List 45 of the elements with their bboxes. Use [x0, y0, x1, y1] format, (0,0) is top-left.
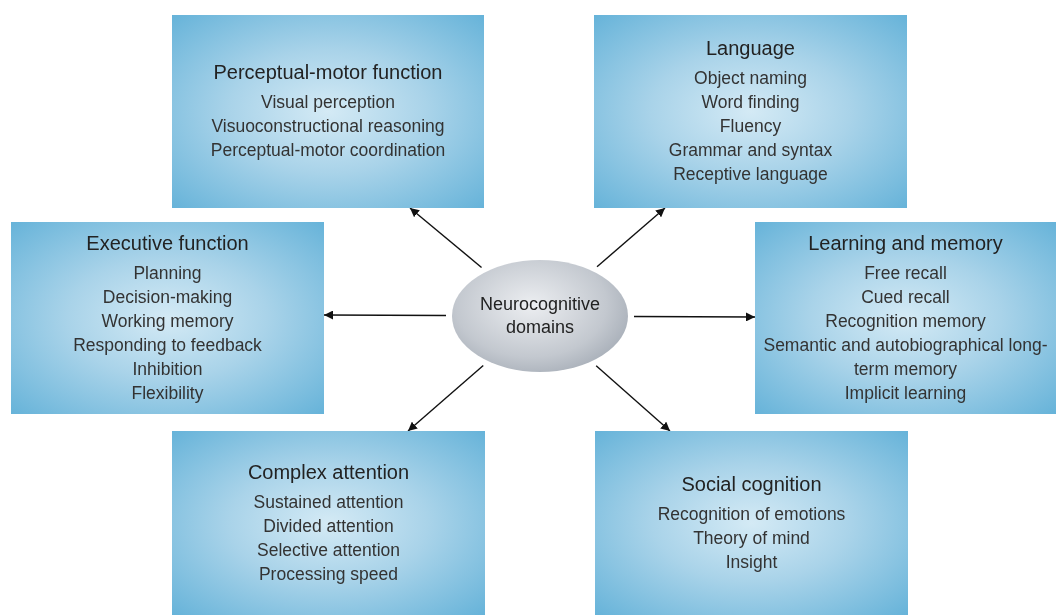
domain-item: Responding to feedback [73, 333, 262, 357]
domain-item: Planning [133, 261, 202, 285]
domain-box [594, 15, 907, 208]
domain-box [595, 431, 908, 615]
arrow [407, 364, 484, 432]
domain-item: Receptive language [673, 163, 828, 186]
domain-item: Processing speed [258, 562, 399, 586]
domain-item: Insight [725, 550, 778, 574]
domain-heading: Complex attention [247, 460, 410, 484]
domain-item: Flexibility [131, 381, 204, 405]
domain-item: Visual perception [261, 91, 395, 114]
domain-item: Free recall [864, 261, 947, 285]
domain-heading: Language [706, 37, 795, 60]
domain-item: Word finding [701, 91, 800, 114]
arrow [596, 207, 666, 268]
arrow [409, 207, 483, 269]
domain-box [172, 15, 484, 208]
domain-item: Implicit learning [844, 381, 967, 405]
domain-item: Object naming [694, 67, 807, 90]
domain-item: Divided attention [263, 514, 394, 538]
domain-item: Sustained attention [253, 490, 404, 514]
domain-item: Semantic and autobiographical long-term memory [762, 333, 1049, 381]
domain-item: Recognition memory [825, 309, 986, 333]
domain-heading: Executive function [86, 231, 249, 255]
arrow [633, 312, 756, 322]
domain-heading: Learning and memory [808, 231, 1003, 255]
arrow [595, 365, 671, 432]
domain-heading: Neurocognitive domains [478, 293, 602, 339]
domain-box [172, 431, 485, 615]
domain-item: Grammar and syntax [668, 139, 833, 162]
domain-item: Selective attention [257, 538, 400, 562]
domain-heading: Social cognition [681, 472, 822, 496]
domain-box [11, 222, 324, 414]
domain-item: Theory of mind [693, 526, 810, 550]
domain-item: Decision-making [102, 285, 233, 309]
domain-item: Visuoconstructional reasoning [211, 115, 445, 138]
domain-item: Recognition of emotions [657, 502, 846, 526]
arrow [323, 310, 447, 320]
domain-item: Cued recall [861, 285, 950, 309]
domain-item: Inhibition [132, 357, 203, 381]
domain-item: Fluency [719, 115, 782, 138]
domain-item: Perceptual-motor coordination [210, 139, 446, 162]
domain-item: Working memory [101, 309, 234, 333]
domain-box [755, 222, 1056, 414]
domain-heading: Perceptual-motor function [213, 61, 443, 84]
